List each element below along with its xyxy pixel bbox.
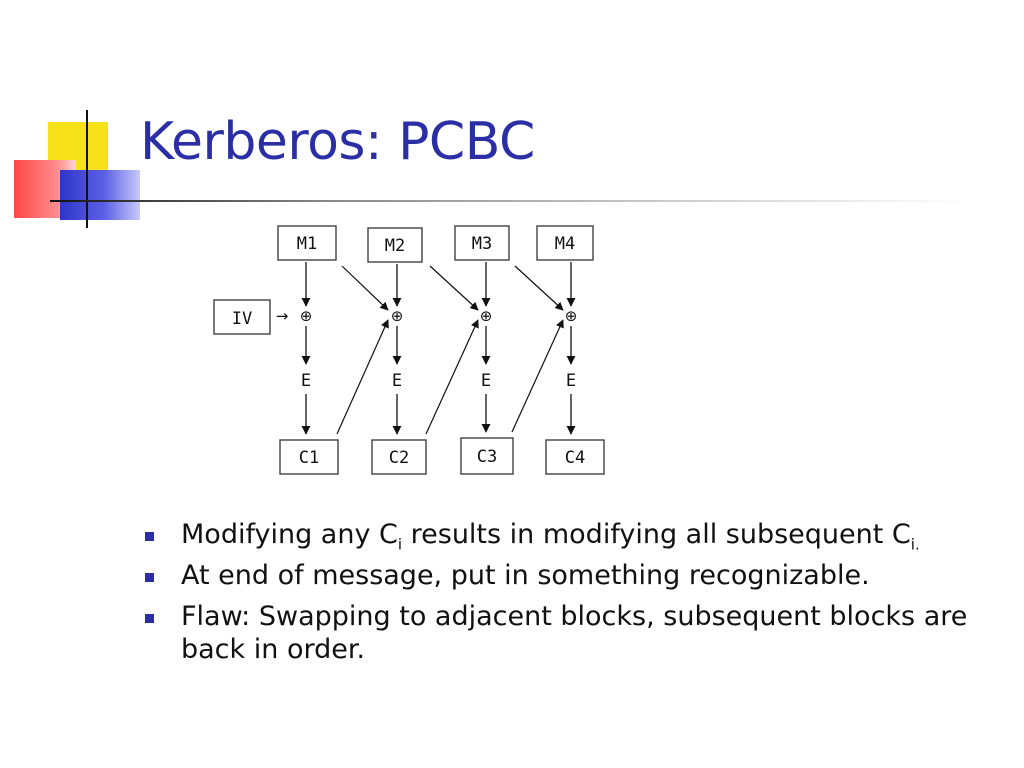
- arrow-c1-to-xor2: [336, 319, 389, 435]
- message-label-m4: M4: [555, 234, 575, 254]
- message-label-m2: M2: [385, 236, 405, 256]
- message-box-m1: [277, 225, 337, 261]
- bullet-item: At end of message, put in something reco…: [145, 559, 985, 592]
- subscript: i: [397, 535, 403, 554]
- iv-box: [213, 299, 271, 335]
- cipher-label-c4: C4: [565, 448, 585, 468]
- title-underline: [50, 200, 970, 202]
- cipher-box-c4: [545, 439, 605, 475]
- xor-symbol-2: ⊕: [391, 307, 404, 325]
- cipher-label-c1: C1: [299, 448, 319, 468]
- bullet-square-icon: [145, 614, 154, 623]
- iv-arrow-glyph: →: [276, 307, 289, 325]
- cipher-label-c3: C3: [477, 447, 497, 467]
- cipher-box-c3: [460, 437, 514, 475]
- decor-blue-square: [60, 170, 140, 220]
- subscript: i.: [910, 535, 920, 554]
- bullet-text: At end of message, put in something reco…: [181, 560, 870, 591]
- arrow-m3-to-xor4: [514, 265, 564, 311]
- message-box-m2: [367, 227, 423, 263]
- bullet-text: Modifying any C: [181, 519, 398, 550]
- arrow-m2-to-xor3: [429, 265, 479, 311]
- iv-label: IV: [232, 309, 252, 329]
- xor-symbol-3: ⊕: [480, 307, 493, 325]
- message-box-m3: [454, 225, 510, 261]
- message-label-m3: M3: [472, 234, 492, 254]
- bullet-list: Modifying any Ci results in modifying al…: [145, 518, 985, 674]
- xor-symbol-1: ⊕: [300, 307, 313, 325]
- xor-symbol-4: ⊕: [565, 307, 578, 325]
- decor-vertical-line: [86, 110, 88, 228]
- bullet-square-icon: [145, 573, 154, 582]
- bullet-item: Modifying any Ci results in modifying al…: [145, 518, 985, 554]
- message-label-m1: M1: [297, 234, 317, 254]
- cipher-box-c2: [371, 439, 427, 475]
- bullet-square-icon: [145, 532, 154, 541]
- slide-title: Kerberos: PCBC: [140, 112, 535, 172]
- bullet-text: results in modifying all subsequent C: [402, 519, 911, 550]
- encrypt-label-4: E: [566, 371, 576, 391]
- encrypt-label-3: E: [481, 371, 491, 391]
- encrypt-label-1: E: [301, 371, 311, 391]
- arrow-c3-to-xor4: [511, 319, 564, 433]
- cipher-label-c2: C2: [389, 448, 409, 468]
- arrow-c2-to-xor3: [425, 319, 479, 435]
- message-box-m4: [536, 225, 594, 261]
- encrypt-label-2: E: [392, 371, 402, 391]
- cipher-box-c1: [279, 439, 339, 475]
- bullet-text: Flaw: Swapping to adjacent blocks, subse…: [181, 601, 968, 665]
- arrow-m1-to-xor2: [341, 265, 389, 311]
- bullet-item: Flaw: Swapping to adjacent blocks, subse…: [145, 600, 985, 666]
